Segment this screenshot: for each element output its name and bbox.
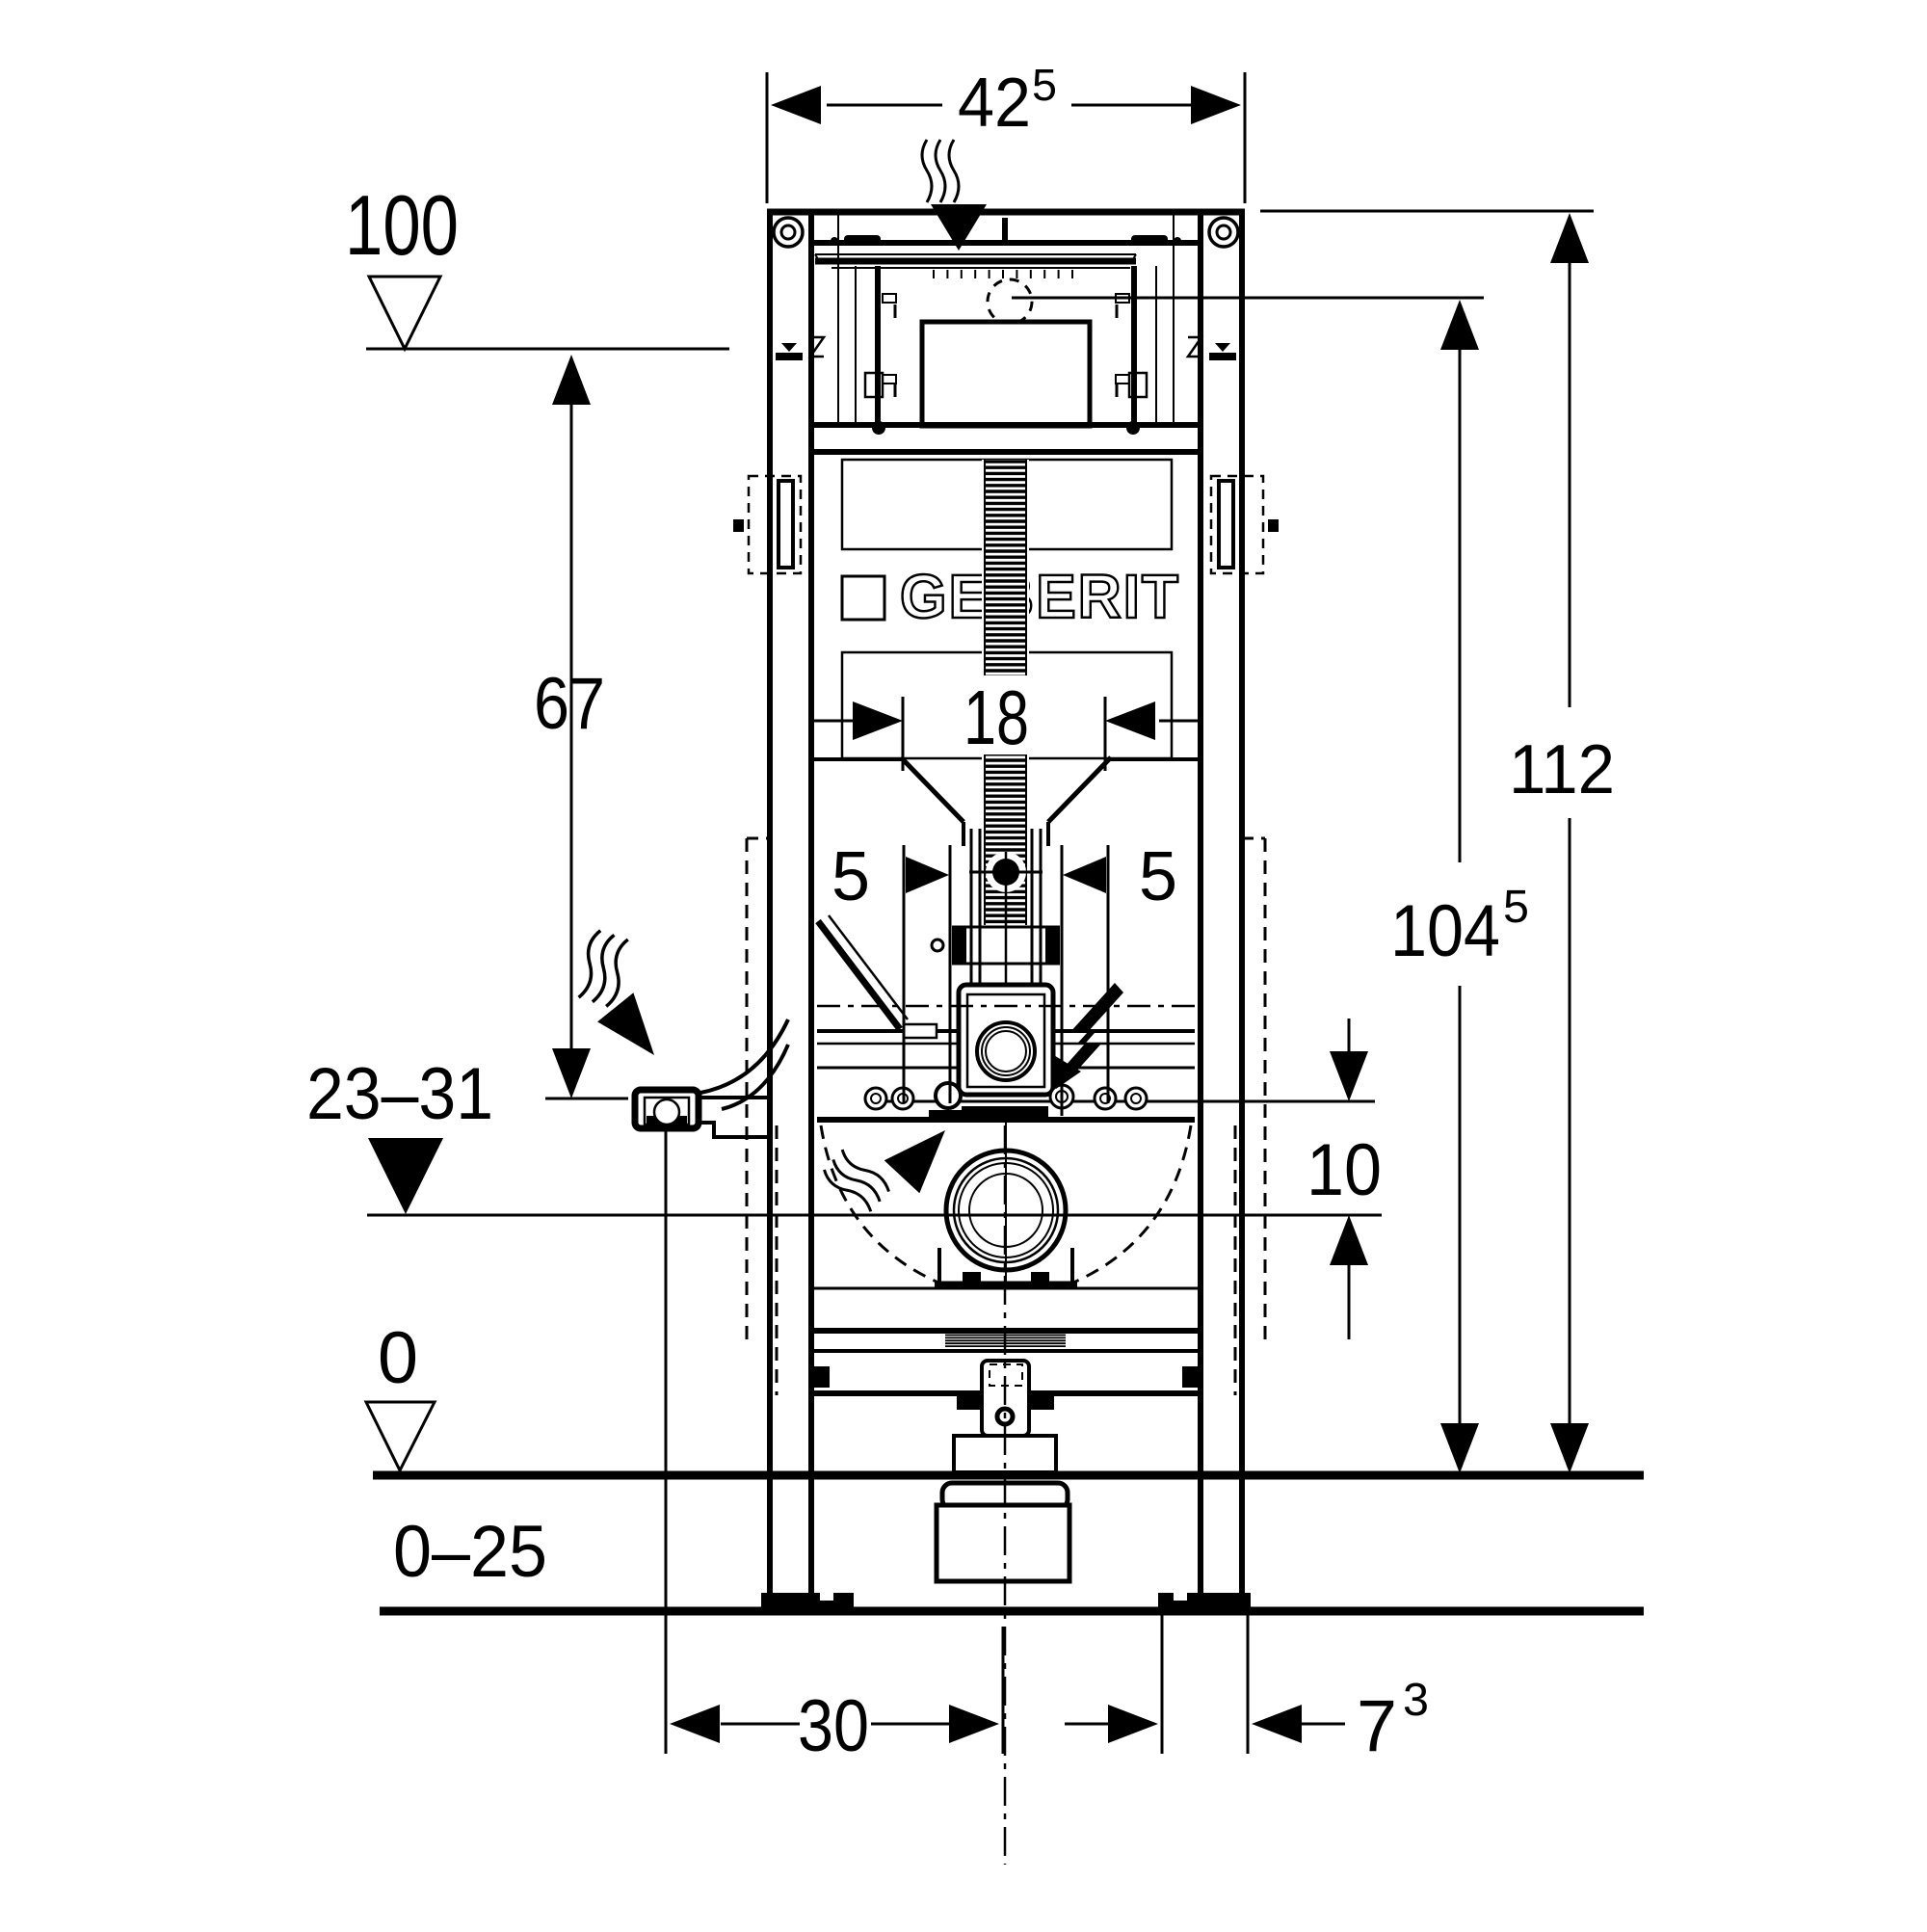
svg-text:5: 5 xyxy=(1139,838,1177,915)
svg-text:7: 7 xyxy=(1357,1685,1397,1767)
svg-text:100: 100 xyxy=(345,177,459,273)
svg-text:104: 104 xyxy=(1390,890,1500,972)
svg-text:23–31: 23–31 xyxy=(306,1053,493,1135)
svg-text:10: 10 xyxy=(1307,1129,1382,1211)
svg-text:112: 112 xyxy=(1509,731,1615,808)
svg-text:GEBERIT: GEBERIT xyxy=(900,562,1180,631)
svg-text:0–25: 0–25 xyxy=(393,1511,547,1593)
svg-text:0: 0 xyxy=(378,1317,418,1399)
svg-text:5: 5 xyxy=(1503,882,1529,933)
svg-text:42: 42 xyxy=(958,65,1031,142)
svg-text:30: 30 xyxy=(798,1685,869,1767)
svg-text:5: 5 xyxy=(832,838,870,915)
svg-text:3: 3 xyxy=(1403,1675,1429,1726)
svg-text:67: 67 xyxy=(534,663,605,745)
svg-text:5: 5 xyxy=(1032,60,1057,110)
svg-text:18: 18 xyxy=(964,675,1029,760)
